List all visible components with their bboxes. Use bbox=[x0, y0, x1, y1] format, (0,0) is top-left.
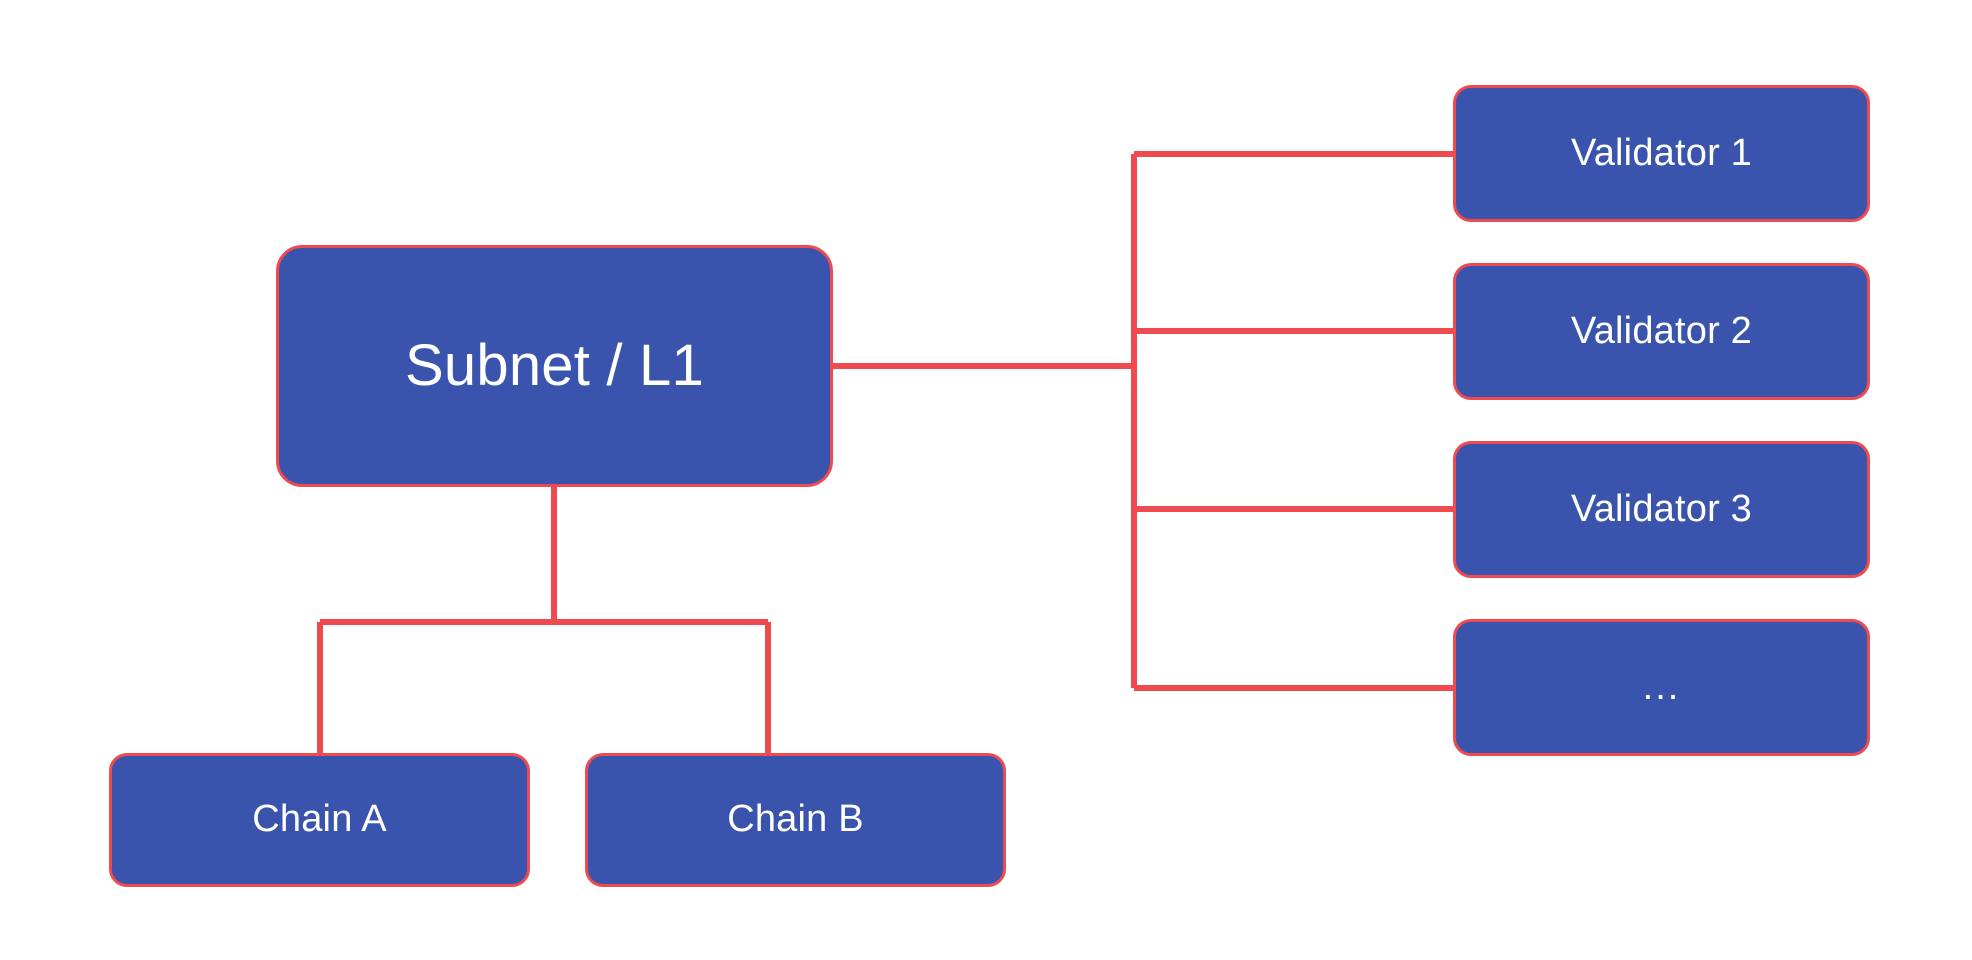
node-subnet-l1[interactable]: Subnet / L1 bbox=[276, 245, 833, 487]
node-validator-ellipsis[interactable]: ... bbox=[1453, 619, 1870, 756]
node-validator-2-label: Validator 2 bbox=[1570, 309, 1753, 352]
node-chain-a[interactable]: Chain A bbox=[109, 753, 530, 887]
node-chain-b-label: Chain B bbox=[727, 798, 864, 841]
node-chain-a-label: Chain A bbox=[252, 798, 387, 841]
node-validator-ellipsis-label: ... bbox=[1642, 665, 1681, 708]
node-chain-b[interactable]: Chain B bbox=[585, 753, 1006, 887]
node-subnet-l1-label: Subnet / L1 bbox=[405, 333, 704, 399]
node-validator-1-label: Validator 1 bbox=[1570, 131, 1753, 174]
node-validator-2[interactable]: Validator 2 bbox=[1453, 263, 1870, 400]
node-validator-1[interactable]: Validator 1 bbox=[1453, 85, 1870, 222]
node-validator-3-label: Validator 3 bbox=[1570, 487, 1753, 530]
node-validator-3[interactable]: Validator 3 bbox=[1453, 441, 1870, 578]
